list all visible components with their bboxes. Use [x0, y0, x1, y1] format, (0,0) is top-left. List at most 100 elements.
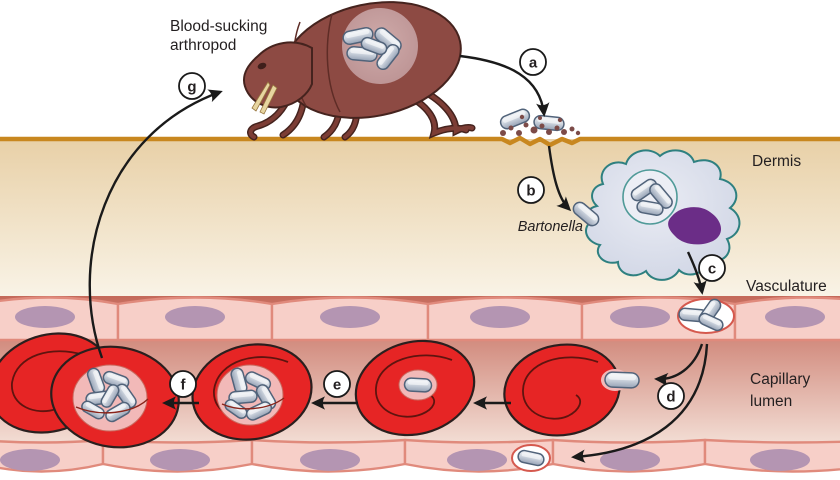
flea-eye: [257, 62, 267, 70]
bacterium-highlight: [633, 181, 653, 196]
red-blood-cell-group-3: [354, 339, 476, 437]
flea-debris: [575, 130, 581, 136]
bacteria-in-flea: [342, 26, 402, 71]
rbc-swirl: [522, 356, 599, 420]
flea-debris: [500, 130, 506, 136]
step-markers: a b c d e f g: [169, 48, 726, 410]
rbc-swirl: [221, 397, 285, 410]
flea-debris: [539, 123, 545, 129]
bacterium-highlight: [103, 387, 114, 404]
endothelial-cell-nucleus: [600, 449, 660, 471]
immune-cell: [585, 149, 741, 281]
bacterium-highlight: [93, 370, 103, 390]
arrow-b: [547, 145, 572, 212]
bacterium: [636, 200, 664, 216]
diagram-labels: Blood-sucking arthropod Dermis Vasculatu…: [170, 18, 827, 410]
bacterium: [100, 384, 120, 408]
step-marker-d: d: [657, 382, 685, 410]
bacterium-entering-rbc: [604, 371, 640, 389]
arrow-c: [686, 251, 707, 295]
step-marker-e: e: [323, 370, 351, 398]
arthropod-label-line2: arthropod: [170, 37, 236, 54]
endothelial-cell-nucleus: [447, 449, 507, 471]
red-blood-cell-group-4: [503, 343, 640, 437]
arrow-g: [88, 89, 223, 359]
bacterium-highlight: [365, 39, 385, 49]
step-c-label: c: [708, 261, 716, 278]
bacterium: [517, 449, 545, 467]
bartonella-label: Bartonella: [518, 219, 583, 235]
bacterium-highlight: [345, 29, 370, 39]
arthropod-label-line1: Blood-sucking: [170, 18, 267, 35]
bacterium-highlight: [521, 452, 542, 460]
bacterium: [630, 178, 658, 202]
endothelial-cell-nucleus: [0, 449, 60, 471]
flea-leg: [248, 92, 292, 139]
arrow-a: [459, 54, 550, 117]
flea-debris: [554, 125, 560, 131]
dermis-label: Dermis: [752, 153, 801, 170]
bacterium-highlight: [654, 185, 671, 204]
bacteria-in-endothelial-vacuole: [678, 298, 724, 332]
capillary-lumen-label-line1: Capillary: [750, 371, 811, 388]
bacterium-highlight: [121, 386, 135, 404]
step-b-label: b: [526, 183, 535, 200]
bacterium: [360, 36, 388, 56]
bacterium: [115, 383, 137, 409]
bacterium-highlight: [537, 117, 562, 125]
endothelial-cell-nucleus: [300, 449, 360, 471]
flea-debris: [569, 126, 575, 132]
flow-arrows: [88, 54, 709, 463]
flea-debris: [546, 129, 552, 135]
endothelium-upper-wall: [0, 296, 840, 342]
endothelial-cell-nucleus: [150, 449, 210, 471]
bacterium-highlight: [379, 29, 400, 47]
arrow-d-to-endothelium: [571, 343, 709, 463]
endothelial-cell-nucleus: [470, 306, 530, 328]
bacterium-highlight: [236, 370, 246, 391]
endothelial-cell-nucleus: [610, 306, 670, 328]
bacterium-in-rbc: [403, 377, 433, 393]
rbc-swirl: [11, 350, 85, 413]
bacterium: [255, 384, 277, 410]
bacterium-in-endothelial-vacuole: [517, 449, 545, 467]
step-g-label: g: [187, 79, 196, 96]
bacterium: [403, 377, 433, 393]
skin-surface-line: [0, 135, 840, 148]
flea-head: [242, 41, 313, 109]
bacterium: [230, 367, 248, 395]
flea-debris: [530, 126, 538, 134]
bacteria-in-rbc: [81, 367, 137, 423]
bacteria-in-immune-cell: [630, 178, 673, 216]
endothelial-cell-nucleus: [750, 449, 810, 471]
bartonella-bacterium-free: [572, 201, 600, 227]
bacterium: [533, 114, 565, 132]
flea-debris: [508, 125, 514, 131]
endothelial-cell-nucleus: [165, 306, 225, 328]
rbc-swirl: [75, 398, 149, 414]
bite-site-debris: [499, 108, 581, 136]
immune-cell-nucleus: [668, 207, 722, 245]
bacterium-highlight: [249, 373, 269, 385]
bacterium: [572, 201, 600, 227]
step-d-label: d: [666, 389, 675, 406]
flea-mouthpart: [251, 81, 271, 112]
flea-leg: [410, 84, 474, 135]
flea-debris: [557, 117, 563, 123]
flea-segment-line: [326, 13, 341, 113]
endothelial-cell-nucleus: [15, 306, 75, 328]
endothelial-cell-nucleus: [320, 306, 380, 328]
step-marker-a: a: [519, 48, 547, 76]
bacterium-highlight: [502, 111, 526, 123]
bacterium-highlight: [261, 387, 274, 405]
bacterium-highlight: [107, 373, 127, 383]
bacterium: [81, 400, 105, 420]
step-marker-f: f: [169, 370, 197, 398]
capillary-lumen-label-line2: lumen: [750, 393, 792, 410]
red-blood-cell-group-2: [191, 343, 313, 441]
bacterium-highlight: [682, 310, 705, 316]
flea-mouthpart: [259, 84, 278, 115]
flea-debris: [561, 129, 567, 135]
